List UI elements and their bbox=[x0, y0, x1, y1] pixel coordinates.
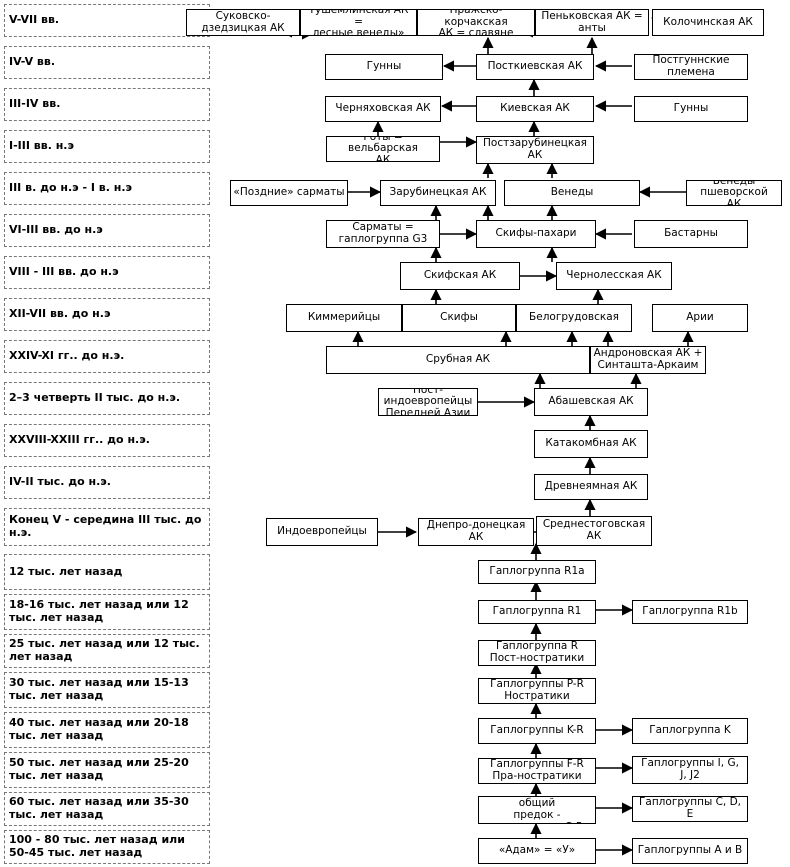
node-kolochinskaya: Колочинская АК bbox=[652, 9, 764, 36]
node-prazhsko: Пражско-корчакская АК = славяне bbox=[417, 9, 535, 36]
node-sukovsko: Суковско- дзедзицкая АК bbox=[186, 9, 300, 36]
period-label: 2–3 четверть II тыс. до н.э. bbox=[4, 382, 210, 415]
node-bastarny: Бастарны bbox=[634, 220, 748, 248]
node-pr: Гаплогруппы P-R Ностратики bbox=[478, 678, 596, 704]
node-pozdnie-sarmaty: «Поздние» сарматы bbox=[230, 180, 348, 206]
node-kimmeriytsy: Киммерийцы bbox=[286, 304, 402, 332]
node-postkievskaya: Посткиевская АК bbox=[476, 54, 594, 80]
node-chernyakhovskaya: Черняховская АК bbox=[325, 96, 441, 122]
period-label: V-VII вв. bbox=[4, 4, 210, 37]
node-drevneyamnaya: Древнеямная АК bbox=[534, 474, 648, 500]
period-label: I-III вв. н.э bbox=[4, 130, 210, 163]
node-post-indoevropeytsy: Пост-индоевропейцы Передней Азии bbox=[378, 388, 478, 416]
node-skifskaya: Скифская АК bbox=[400, 262, 520, 290]
period-label: XXVIII-XXIII гг.. до н.э. bbox=[4, 424, 210, 457]
node-belogrudovskaya: Белогрудовская bbox=[516, 304, 632, 332]
node-igj: Гаплогруппы I, G, J, J2 bbox=[632, 756, 748, 784]
period-label: 18-16 тыс. лет назад или 12 тыс. лет наз… bbox=[4, 594, 210, 630]
period-label: 60 тыс. лет назад или 35-30 тыс. лет наз… bbox=[4, 792, 210, 826]
node-venedy: Венеды bbox=[504, 180, 640, 206]
period-label: XXIV-XI гг.. до н.э. bbox=[4, 340, 210, 373]
period-label: 25 тыс. лет назад или 12 тыс. лет назад bbox=[4, 634, 210, 668]
node-andronovskaya: Андроновская АК + Синташта-Аркаим bbox=[590, 346, 706, 374]
node-r: Гаплогруппа R Пост-ностратики bbox=[478, 640, 596, 666]
period-label: VI-III вв. до н.э bbox=[4, 214, 210, 247]
node-tushemlinskaya: Тушемлинская АК = лесные венеды» bbox=[300, 9, 417, 36]
node-indoevropeytsy: Индоевропейцы bbox=[266, 518, 378, 546]
period-label: Конец V - середина III тыс. до н.э. bbox=[4, 508, 210, 546]
node-r1b: Гаплогруппа R1b bbox=[632, 600, 748, 624]
node-kr: Гаплогруппы K-R bbox=[478, 718, 596, 744]
node-venedy-pshevorskoy: Венеды пшеворской АК bbox=[686, 180, 782, 206]
node-abashevskaya: Абашевская АК bbox=[534, 388, 648, 416]
node-skify: Скифы bbox=[402, 304, 516, 332]
node-kievskaya: Киевская АК bbox=[476, 96, 594, 122]
node-gunny-2: Гунны bbox=[634, 96, 748, 122]
node-k: Гаплогруппа K bbox=[632, 718, 748, 744]
period-label: IV-II тыс. до н.э. bbox=[4, 466, 210, 499]
node-dneprodonetskaya: Днепро-донецкая АК bbox=[418, 518, 534, 546]
period-label: XII-VII вв. до н.э bbox=[4, 298, 210, 331]
node-arii: Арии bbox=[652, 304, 748, 332]
period-label: VIII - III вв. до н.э bbox=[4, 256, 210, 289]
node-zarubinetskaya: Зарубинецкая АК bbox=[380, 180, 496, 206]
node-srednestogovskaya: Среднестоговская АК bbox=[536, 516, 652, 546]
node-r1a: Гаплогруппа R1a bbox=[478, 560, 596, 584]
period-label: 12 тыс. лет назад bbox=[4, 554, 210, 590]
node-r1: Гаплогруппа R1 bbox=[478, 600, 596, 624]
node-ab: Гаплогруппы А и В bbox=[632, 838, 748, 864]
node-chernolesskaya: Чернолесская АК bbox=[556, 262, 672, 290]
node-postzarubinetskaya: Постзарубинецкая АК bbox=[476, 136, 594, 164]
period-label: III-IV вв. bbox=[4, 88, 210, 121]
period-label: 30 тыс. лет назад или 15-13 тыс. лет наз… bbox=[4, 672, 210, 708]
node-sarmaty: Сарматы = гаплогруппа G3 bbox=[326, 220, 440, 248]
period-label: 40 тыс. лет назад или 20-18 тыс. лет наз… bbox=[4, 712, 210, 748]
period-label: 50 тыс. лет назад или 25-20 тыс. лет наз… bbox=[4, 752, 210, 788]
node-gunny-1: Гунны bbox=[325, 54, 443, 80]
node-katakombnaya: Катакомбная АК bbox=[534, 430, 648, 458]
node-fr: Гаплогруппы F-R Пра-ностратики bbox=[478, 758, 596, 784]
node-neafr: Неафриканский общий предок - гаплогруппа… bbox=[478, 796, 596, 824]
node-srubnaya: Срубная АК bbox=[326, 346, 590, 374]
node-goty: Готы = вельбарская АК bbox=[326, 136, 440, 162]
period-label: IV-V вв. bbox=[4, 46, 210, 79]
node-adam: «Адам» = «У» bbox=[478, 838, 596, 864]
period-label: III в. до н.э - I в. н.э bbox=[4, 172, 210, 205]
node-postgunnskie: Постгуннские племена bbox=[634, 54, 748, 80]
node-skify-pakhari: Скифы-пахари bbox=[476, 220, 596, 248]
node-penkovskaya: Пеньковская АК = анты bbox=[535, 9, 649, 36]
period-label: 100 - 80 тыс. лет назад или 50-45 тыс. л… bbox=[4, 830, 210, 864]
node-cde: Гаплогруппы C, D, E bbox=[632, 796, 748, 822]
